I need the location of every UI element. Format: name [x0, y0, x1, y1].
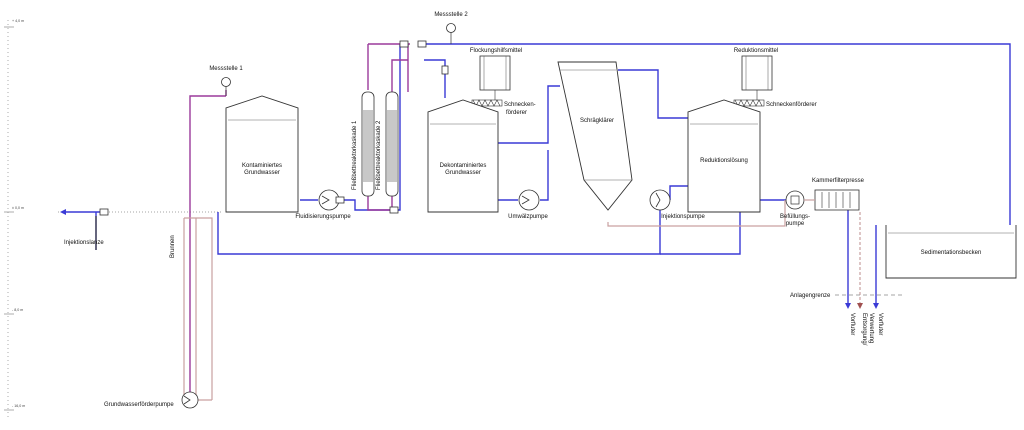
reduktionsloesung-label: Reduktionslösung	[700, 158, 748, 164]
tank-contaminated-label-1: Kontaminiertes	[242, 163, 282, 169]
chamber-filter-press: Kammerfilterpresse	[804, 178, 865, 211]
tank-contaminated-label-2: Grundwasser	[244, 170, 280, 176]
schneckenfoerderer-2-label: Schneckenförderer	[766, 102, 817, 108]
depth-scale: + 4,0 m ± 0,0 m - 8,0 m - 16,0 m	[4, 19, 25, 420]
measuring-point-2: Messstelle 2	[434, 12, 468, 44]
sedimentation-basin: Sedimentationsbecken	[885, 225, 1017, 279]
inclined-clarifier: Schrägklärer	[557, 61, 633, 211]
fluidization-pump: Fluidisierungspumpe	[295, 189, 351, 220]
outlet-arrows	[60, 209, 879, 309]
tank-decontaminated: Dekontaminiertes Grundwasser	[427, 99, 499, 213]
befuellungspumpe-label-2: pumpe	[786, 221, 805, 227]
fbk2-label: Fließbettreaktorkaskade 2	[376, 120, 382, 190]
fluidized-bed-reactor-2: Fließbettreaktorkaskade 2	[376, 91, 399, 197]
fluidisierungspumpe-label: Fluidisierungspumpe	[295, 214, 351, 220]
vorfluter-1-label: Vorfluter	[849, 313, 855, 335]
depth-mark-plus4: + 4,0 m	[12, 19, 24, 23]
tank-reduction-solution: Reduktionslösung	[687, 99, 761, 213]
schnecken-1-label-1: Schnecken-	[504, 102, 536, 108]
water-pipes	[66, 43, 1011, 305]
tank-contaminated: Kontaminiertes Grundwasser	[225, 95, 299, 213]
brunnen-label: Brunnen	[170, 235, 176, 258]
sedimentationsbecken-label: Sedimentationsbecken	[921, 250, 982, 256]
groundwater-pump: Grundwasserförderpumpe	[104, 391, 199, 409]
purple-pipes	[189, 43, 410, 400]
befuellungspumpe-label-1: Befüllungs-	[780, 214, 810, 220]
circulation-pump: Umwälzpumpe	[508, 189, 548, 220]
sludge-pipes	[183, 200, 861, 401]
anlagengrenze-label: Anlagengrenze	[790, 293, 831, 299]
entsorgung-label: Entsorgung/	[861, 313, 867, 346]
fbk1-label: Fließbettreaktorkaskade 1	[352, 120, 358, 190]
depth-mark-minus8: - 8,0 m	[12, 308, 23, 312]
tank-decontaminated-label-1: Dekontaminiertes	[440, 163, 487, 169]
schnecken-1-label-2: förderer	[506, 110, 527, 116]
tank-decontaminated-label-2: Grundwasser	[445, 170, 481, 176]
valves	[99, 40, 449, 216]
filling-pump: Befüllungs- pumpe	[780, 190, 810, 227]
schraegklaerer-label: Schrägklärer	[580, 118, 614, 124]
injection-pump: Injektionspumpe	[649, 189, 706, 220]
flocculant-dosing: Flockungshilfsmittel Schnecken- förderer	[470, 48, 536, 116]
depth-mark-zero: ± 0,0 m	[12, 206, 24, 210]
fluidized-bed-reactor-1: Fließbettreaktorkaskade 1	[352, 91, 375, 197]
kammerfilterpresse-label: Kammerfilterpresse	[812, 178, 865, 184]
umwaelzpumpe-label: Umwälzpumpe	[508, 214, 548, 220]
vorfluter-2-label: Vorfluter	[877, 313, 883, 335]
injektionspumpe-label: Injektionspumpe	[661, 214, 705, 220]
verwertung-label: Verwertung	[868, 313, 874, 343]
depth-mark-minus16: - 16,0 m	[12, 404, 25, 408]
messstelle-1-label: Messstelle 1	[209, 66, 243, 72]
injektionslanze-label: Injektionslanze	[64, 240, 104, 246]
reduktionsmittel-label: Reduktionsmittel	[734, 48, 778, 54]
reducing-agent-dosing: Reduktionsmittel Schneckenförderer	[733, 48, 817, 108]
messstelle-2-label: Messstelle 2	[434, 12, 468, 18]
flockungshilfsmittel-label: Flockungshilfsmittel	[470, 48, 522, 54]
grundwasserfoerderpumpe-label: Grundwasserförderpumpe	[104, 402, 174, 408]
measuring-point-1: Messstelle 1	[209, 66, 243, 96]
